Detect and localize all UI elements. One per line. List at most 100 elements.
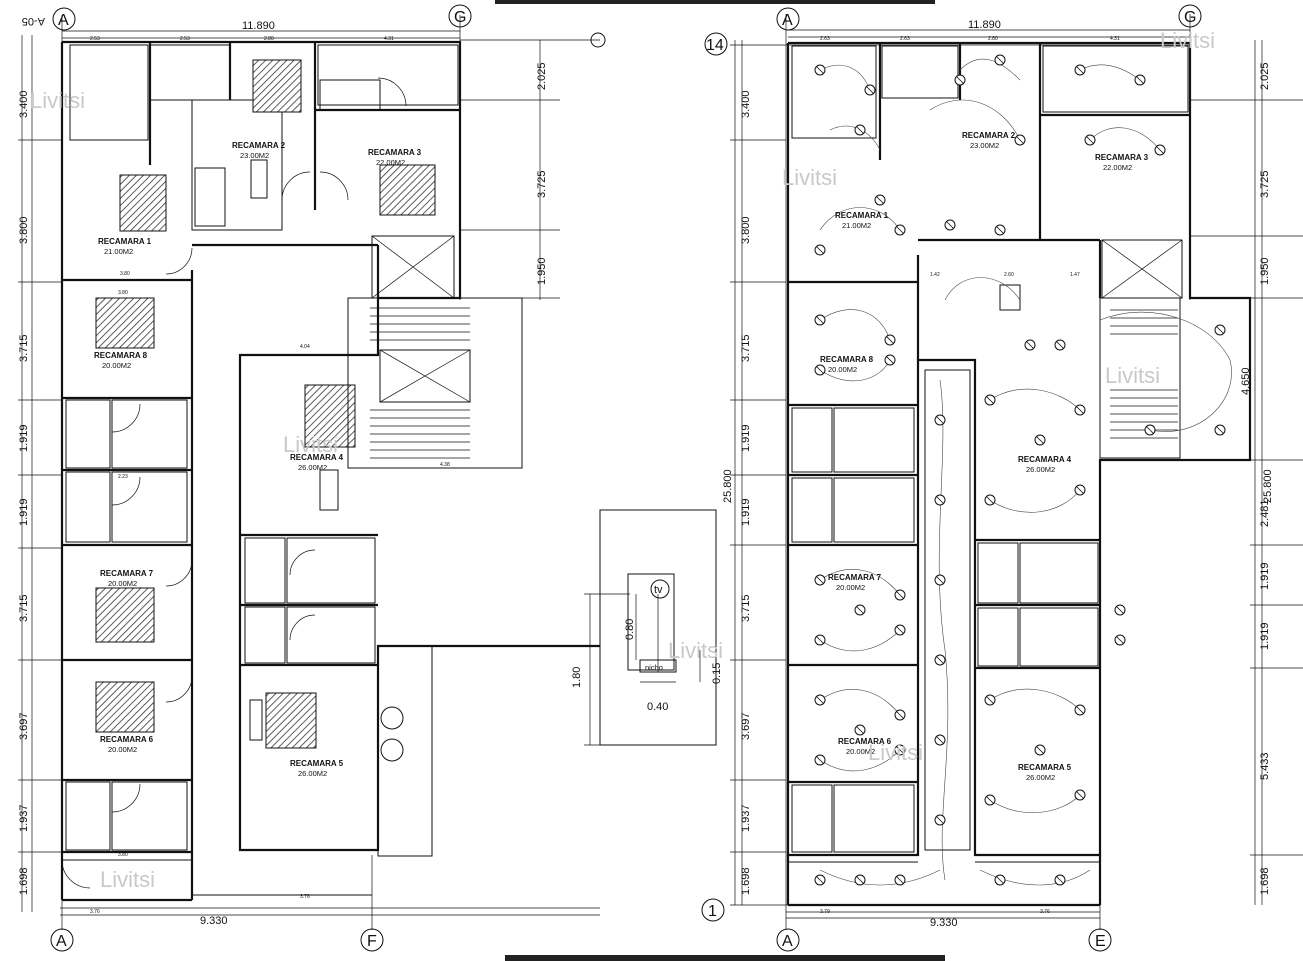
left-dimension: 1.919 bbox=[18, 498, 30, 526]
left-dimension: 3.800 bbox=[740, 216, 752, 244]
tv-niche-detail: tv nicho 1.80 0.80 0.40 0.15 bbox=[571, 509, 723, 746]
room-area: 20.00M2 bbox=[102, 361, 131, 370]
room-area: 20.00M2 bbox=[108, 579, 137, 588]
room-name: RECAMARA 5 bbox=[290, 759, 344, 768]
light-fixture-stroke bbox=[896, 711, 904, 719]
svg-text:4.31: 4.31 bbox=[384, 36, 394, 42]
light-fixture-stroke bbox=[1056, 876, 1064, 884]
light-fixture-stroke bbox=[1146, 426, 1154, 434]
overall-vertical-dimension: 25.800 bbox=[1262, 469, 1274, 503]
room-name: RECAMARA 4 bbox=[290, 453, 344, 462]
light-fixture-stroke bbox=[1076, 791, 1084, 799]
room-name: RECAMARA 3 bbox=[368, 148, 422, 157]
light-fixture-stroke bbox=[986, 496, 994, 504]
tv-label: tv bbox=[654, 584, 663, 596]
svg-text:2.80: 2.80 bbox=[264, 36, 274, 42]
right-dimension: 1.950 bbox=[1259, 257, 1271, 285]
room-area: 21.00M2 bbox=[842, 221, 871, 230]
grid-bubble-label: G bbox=[454, 9, 466, 26]
left-dimension: 3.697 bbox=[740, 712, 752, 740]
light-fixture-stroke bbox=[1156, 146, 1164, 154]
grid-bubble-label: E bbox=[1095, 933, 1106, 950]
svg-text:3.76: 3.76 bbox=[1040, 909, 1050, 915]
light-fixture-stroke bbox=[996, 226, 1004, 234]
room-name: RECAMARA 6 bbox=[838, 737, 892, 746]
detail-height: 1.80 bbox=[571, 667, 583, 688]
room-name: RECAMARA 3 bbox=[1095, 153, 1149, 162]
light-fixture-stroke bbox=[1136, 76, 1144, 84]
svg-text:2.63: 2.63 bbox=[820, 36, 830, 42]
room-area: 21.00M2 bbox=[104, 247, 133, 256]
watermarks: Livitsi Livitsi Livitsi Livitsi Livitsi … bbox=[30, 28, 1215, 892]
light-fixture-stroke bbox=[986, 796, 994, 804]
grid-bubble-label: 14 bbox=[706, 37, 724, 54]
right-dimension: 2.025 bbox=[1259, 62, 1271, 90]
beds bbox=[95, 59, 436, 749]
light-fixture-stroke bbox=[816, 66, 824, 74]
top-dimension: 11.890 bbox=[968, 19, 1001, 31]
detail-niche-height: 0.80 bbox=[624, 619, 636, 640]
detail-offset: 0.15 bbox=[711, 663, 723, 684]
room-name: RECAMARA 8 bbox=[94, 351, 148, 360]
svg-text:3.76: 3.76 bbox=[90, 909, 100, 915]
light-fixture-stroke bbox=[936, 416, 944, 424]
light-fixture-stroke bbox=[866, 86, 874, 94]
room-labels: RECAMARA 1 21.00M2 RECAMARA 2 23.00M2 RE… bbox=[820, 131, 1149, 782]
grid-bubble-label: A bbox=[58, 12, 69, 29]
door-swings bbox=[61, 77, 407, 889]
watermark: Livitsi bbox=[100, 867, 155, 892]
light-fixture-stroke bbox=[936, 496, 944, 504]
left-dimension: 1.698 bbox=[740, 867, 752, 895]
room-labels: RECAMARA 1 21.00M2 RECAMARA 2 23.00M2 RE… bbox=[94, 141, 422, 778]
light-fixture-stroke bbox=[816, 246, 824, 254]
svg-text:3.76: 3.76 bbox=[300, 894, 310, 900]
light-fixtures bbox=[814, 54, 1226, 886]
dimension-lines bbox=[18, 15, 600, 930]
grid-bubble: G bbox=[448, 4, 472, 28]
light-fixture-stroke bbox=[816, 576, 824, 584]
right-dimension: 5.433 bbox=[1259, 752, 1271, 780]
light-fixture-stroke bbox=[876, 196, 884, 204]
grid-bubble: G bbox=[1178, 4, 1202, 28]
left-dimension: 3.697 bbox=[18, 712, 30, 740]
room-name: RECAMARA 2 bbox=[232, 141, 286, 150]
watermark: Livitsi bbox=[868, 740, 923, 765]
right-dimension: 1.919 bbox=[1259, 622, 1271, 650]
grid-bubble: 1 bbox=[701, 898, 725, 922]
watermark: Livitsi bbox=[668, 638, 723, 663]
light-fixture-stroke bbox=[1116, 636, 1124, 644]
electrical-plan: RECAMARA 1 21.00M2 RECAMARA 2 23.00M2 RE… bbox=[701, 4, 1303, 952]
left-dimension: 1.919 bbox=[740, 424, 752, 452]
right-dimension: 3.725 bbox=[1259, 170, 1271, 198]
interior-lines bbox=[788, 45, 1189, 863]
circuit-wiring bbox=[819, 58, 1232, 886]
light-fixture-stroke bbox=[956, 76, 964, 84]
grid-bubble: 14 bbox=[704, 32, 728, 56]
svg-text:1.42: 1.42 bbox=[930, 272, 940, 278]
light-fixture-stroke bbox=[856, 126, 864, 134]
room-name: RECAMARA 1 bbox=[835, 211, 889, 220]
light-fixture-stroke bbox=[946, 221, 954, 229]
light-fixture-stroke bbox=[936, 576, 944, 584]
room-area: 20.00M2 bbox=[828, 365, 857, 374]
light-fixture-stroke bbox=[936, 656, 944, 664]
watermark: Livitsi bbox=[782, 165, 837, 190]
left-dimension: 3.800 bbox=[18, 216, 30, 244]
light-fixture-stroke bbox=[996, 56, 1004, 64]
light-fixture-stroke bbox=[886, 336, 894, 344]
grid-bubble-label: 1 bbox=[708, 903, 717, 920]
grid-bubble: A bbox=[50, 928, 74, 952]
grid-bubble: A bbox=[776, 7, 800, 31]
light-fixture-stroke bbox=[936, 816, 944, 824]
room-name: RECAMARA 4 bbox=[1018, 455, 1072, 464]
overall-vertical-dimension: 25.800 bbox=[722, 469, 734, 503]
detail-niche-width: 0.40 bbox=[647, 701, 668, 713]
svg-text:2.63: 2.63 bbox=[900, 36, 910, 42]
room-name: RECAMARA 5 bbox=[1018, 763, 1072, 772]
right-dimension: 4.650 bbox=[1240, 367, 1252, 395]
section-marker bbox=[590, 32, 606, 48]
room-area: 26.00M2 bbox=[1026, 465, 1055, 474]
svg-text:4.04: 4.04 bbox=[300, 344, 310, 350]
svg-text:2.53: 2.53 bbox=[90, 36, 100, 42]
sheet-ref-label: A-05 bbox=[22, 15, 45, 27]
